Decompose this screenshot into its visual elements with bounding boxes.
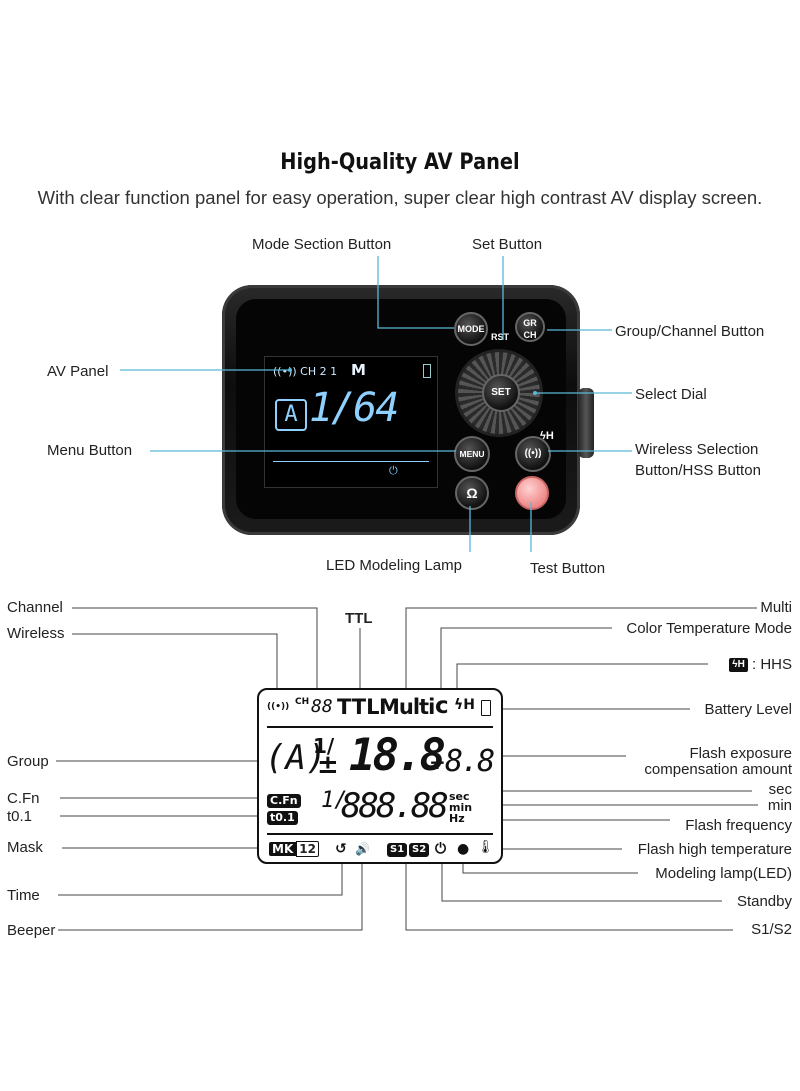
- label-menu-button: Menu Button: [47, 442, 133, 459]
- set-button[interactable]: SET: [482, 374, 520, 412]
- screen-power-value: 1/64: [309, 385, 399, 431]
- label-sec: sec: [768, 781, 792, 798]
- label-mode-section-button: Mode Section Button: [252, 236, 392, 253]
- label-flash-comp-2: compensation amount: [644, 761, 792, 778]
- label-wireless-selection: Wireless Selection: [635, 441, 759, 458]
- thermometer-icon: 🌡: [477, 840, 494, 855]
- lcd-plusminus: ±: [317, 750, 339, 780]
- label-time: Time: [7, 887, 40, 904]
- label-cfn: C.Fn: [7, 790, 40, 807]
- label-channel: Channel: [7, 599, 63, 616]
- screen-divider: [273, 461, 429, 462]
- label-s1s2: S1/S2: [751, 921, 792, 938]
- lcd-group: (A): [265, 738, 327, 778]
- mk-label: MK: [269, 842, 297, 856]
- timer-icon: ↺: [335, 841, 347, 857]
- lcd-plus: +: [429, 750, 446, 774]
- lcd-channel-digits: 88: [311, 696, 333, 717]
- label-test-button: Test Button: [530, 560, 606, 577]
- wireless-hss-button[interactable]: ((•)): [515, 436, 551, 472]
- hhs-text: : HHS: [751, 656, 792, 673]
- lcd-hss-icon: ϟH: [454, 697, 475, 713]
- standby-icon: ⏻: [435, 841, 447, 857]
- lcd-fraction: 1/: [313, 734, 335, 758]
- lcd-s2-tag: S2: [409, 843, 430, 857]
- label-flash-high-temp: Flash high temperature: [637, 841, 792, 858]
- led-modeling-lamp-button[interactable]: Ω: [455, 476, 489, 510]
- av-panel-screen: ((•)) CH 2 1 M A 1/64 ⏻: [264, 356, 438, 488]
- lcd-wireless-icon: ((•)): [267, 702, 290, 712]
- lcd-color-temp-c: c: [435, 693, 449, 719]
- label-hhs: ϟH : HHS: [729, 656, 792, 674]
- lcd-divider-bottom: [267, 833, 493, 835]
- lcd-freq-digits: 888.88: [341, 786, 449, 826]
- label-multi: Multi: [760, 599, 792, 616]
- label-select-dial: Select Dial: [635, 386, 707, 403]
- test-button[interactable]: [515, 476, 549, 510]
- label-standby: Standby: [736, 893, 792, 910]
- lcd-ch-label: CH: [295, 697, 310, 707]
- lcd-hz: Hz: [449, 812, 465, 825]
- lcd-main-digits: 18.8: [349, 730, 446, 781]
- label-group: Group: [7, 753, 49, 770]
- label-hss-button: Button/HSS Button: [635, 462, 761, 479]
- lcd-sec: sec: [449, 790, 470, 803]
- lcd-multi: Multi: [379, 695, 435, 719]
- lcd-s1-tag: S1: [387, 843, 408, 857]
- lcd-comp-digits: 8.8: [445, 744, 495, 779]
- label-ttl: TTL: [345, 610, 373, 627]
- page-subtitle: With clear function panel for easy opera…: [37, 187, 763, 208]
- mk-number: 12: [296, 841, 319, 857]
- menu-button[interactable]: MENU: [454, 436, 490, 472]
- lcd-cfn-tag: C.Fn: [267, 794, 301, 808]
- label-mask: Mask: [7, 839, 43, 856]
- label-wireless: Wireless: [7, 625, 65, 642]
- lcd-diagram: ((•)) CH 88 TTL Multi c ϟH (A) 1/ ± 18.8…: [257, 688, 503, 864]
- bulb-icon: ●: [457, 841, 470, 857]
- lcd-ttl: TTL: [337, 695, 380, 719]
- label-t01: t0.1: [7, 808, 33, 825]
- label-battery-level: Battery Level: [704, 701, 792, 718]
- grch-label-gr: GR: [523, 318, 537, 328]
- label-av-panel: AV Panel: [47, 363, 109, 380]
- side-knob: [578, 388, 594, 458]
- label-flash-comp-1: Flash exposure: [689, 745, 792, 762]
- mode-button[interactable]: MODE: [454, 312, 488, 346]
- screen-mode: M: [351, 361, 366, 379]
- label-group-channel-button: Group/Channel Button: [615, 323, 765, 340]
- lcd-t01-tag: t0.1: [267, 811, 298, 825]
- label-set-button: Set Button: [472, 236, 543, 253]
- grch-label-ch: CH: [523, 330, 537, 340]
- hss-label: ϟH: [540, 430, 554, 442]
- group-channel-button[interactable]: GR CH: [515, 312, 545, 342]
- label-min: min: [767, 797, 792, 814]
- hhs-icon: ϟH: [729, 658, 748, 673]
- label-led-modeling-lamp: LED Modeling Lamp: [326, 557, 462, 574]
- lcd-freq-slash: 1/: [321, 788, 348, 813]
- screen-group: A: [275, 399, 307, 431]
- lcd-divider-top: [267, 726, 493, 728]
- label-modeling-lamp: Modeling lamp(LED): [655, 865, 792, 882]
- label-flash-frequency: Flash frequency: [685, 817, 792, 834]
- label-color-temp-mode: Color Temperature Mode: [626, 620, 792, 637]
- screen-channel-readout: ((•)) CH 2 1: [273, 365, 338, 378]
- screen-battery-icon: [423, 364, 431, 378]
- label-beeper: Beeper: [7, 922, 56, 939]
- rst-label: RST: [491, 332, 509, 342]
- lcd-min: min: [449, 801, 473, 814]
- lcd-battery-icon: [481, 700, 491, 716]
- beeper-icon: 🔊: [355, 842, 370, 856]
- page-title: High-Quality AV Panel: [280, 150, 520, 175]
- screen-power-icon: ⏻: [389, 465, 398, 477]
